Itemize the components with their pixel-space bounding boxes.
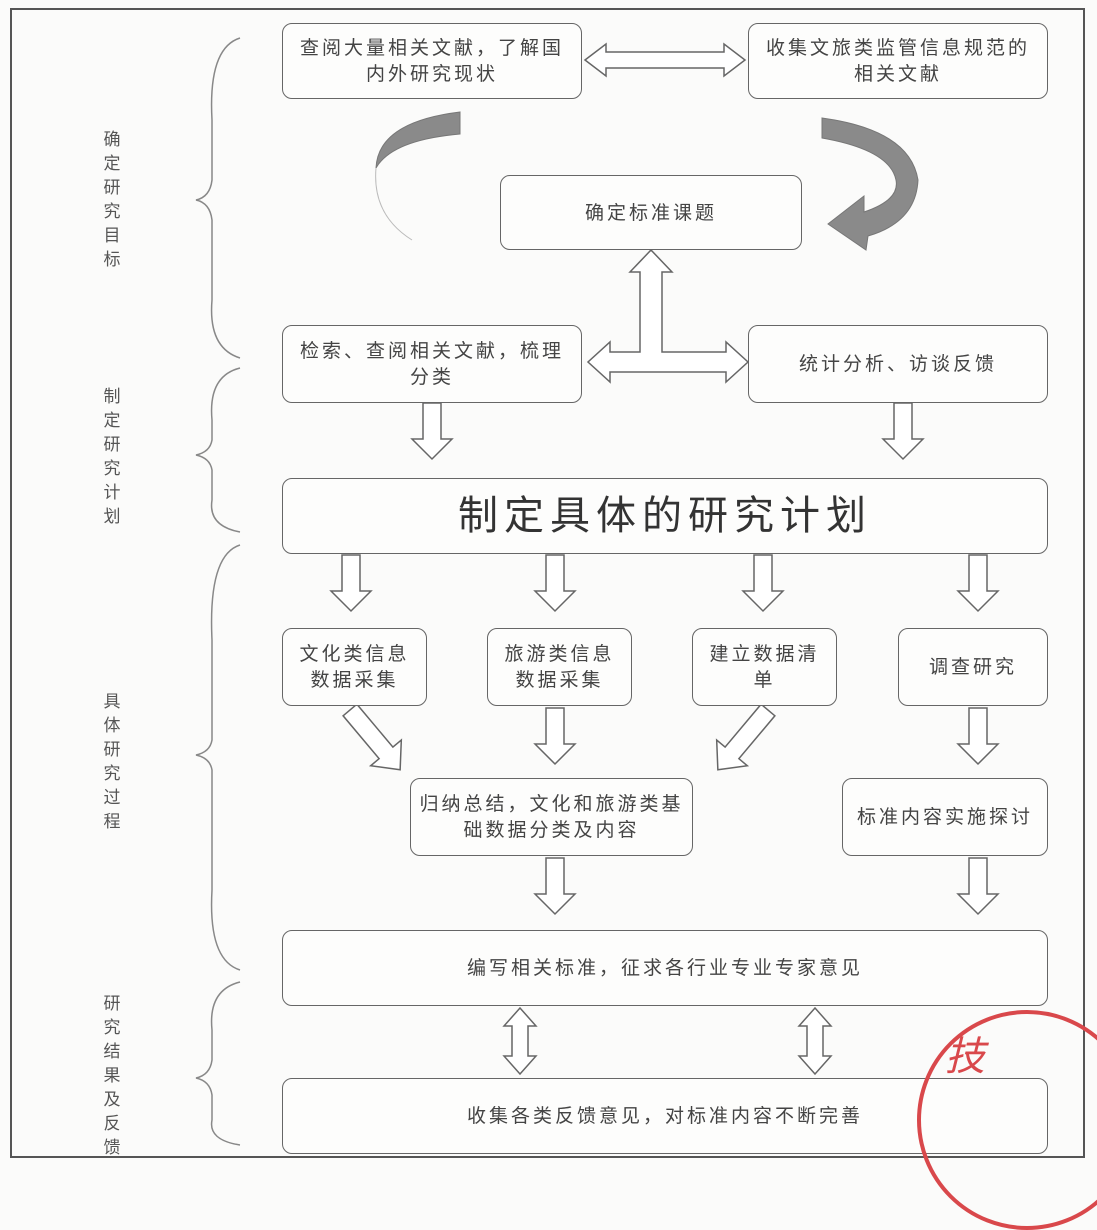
stage-label-3: 具体研究过程 [103, 692, 121, 832]
arrow-plan-tourism [534, 554, 576, 612]
curved-arrow-left-outline [375, 167, 413, 241]
arrow-draft-feedback-left [503, 1007, 537, 1075]
arrow-tourism-summary [534, 707, 576, 765]
arrow-retrieve-plan [411, 402, 453, 460]
stage-label-2: 制定研究计划 [103, 387, 121, 527]
arrow-culture-summary [342, 703, 403, 771]
node-culture-data: 文化类信息数据采集 [282, 628, 427, 706]
arrow-draft-feedback-right [798, 1007, 832, 1075]
node-statistics: 统计分析、访谈反馈 [748, 325, 1048, 403]
brace-stage-1 [195, 37, 241, 359]
node-topic: 确定标准课题 [500, 175, 802, 250]
curved-arrow-right [821, 117, 919, 251]
node-regulation-docs: 收集文旅类监管信息规范的相关文献 [748, 23, 1048, 99]
arrow-plan-culture [330, 554, 372, 612]
brace-stage-2 [195, 367, 241, 533]
connectors [195, 37, 999, 1146]
arrow-discussion-draft [957, 857, 999, 915]
double-arrow-top [583, 42, 747, 78]
node-retrieve: 检索、查阅相关文献，梳理分类 [282, 325, 582, 403]
node-summary: 归纳总结，文化和旅游类基础数据分类及内容 [410, 778, 693, 856]
arrow-plan-survey [957, 554, 999, 612]
arrow-summary-draft [534, 857, 576, 915]
arrow-statistics-plan [882, 402, 924, 460]
node-tourism-data: 旅游类信息数据采集 [487, 628, 632, 706]
stage-label-4: 研究结果及反馈 [103, 994, 121, 1158]
stage-label-1: 确定研究目标 [103, 130, 121, 270]
curved-arrow-left [375, 111, 461, 169]
brace-stage-4 [195, 981, 241, 1146]
stamp-text: 技 [945, 1034, 985, 1080]
diagram-frame [10, 8, 1085, 1158]
node-standard-discussion: 标准内容实施探讨 [842, 778, 1048, 856]
node-survey: 调查研究 [898, 628, 1048, 706]
arrow-survey-discussion [957, 707, 999, 765]
node-draft-standard: 编写相关标准，征求各行业专业专家意见 [282, 930, 1048, 1006]
node-literature-review: 查阅大量相关文献，了解国内外研究现状 [282, 23, 582, 99]
three-way-arrow [586, 248, 750, 384]
arrow-datalist-summary [715, 703, 776, 771]
node-plan: 制定具体的研究计划 [282, 478, 1048, 554]
node-data-list: 建立数据清单 [692, 628, 837, 706]
arrow-plan-datalist [742, 554, 784, 612]
brace-stage-3 [195, 544, 241, 971]
